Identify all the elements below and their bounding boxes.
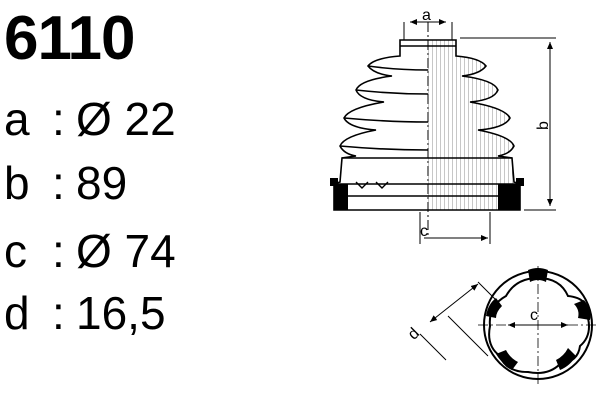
spec-letter: c (4, 225, 27, 277)
dimension-b (460, 37, 556, 211)
spec-letter: a (4, 93, 30, 145)
label-c-end: c (530, 307, 538, 324)
spec-letter: d (4, 287, 30, 339)
spec-colon: : (52, 225, 65, 277)
spec-value: 89 (76, 157, 128, 209)
clamp-marks (355, 181, 389, 189)
spec-value: Ø 74 (76, 225, 176, 277)
boot-end-view (478, 266, 598, 384)
dimension-a (403, 19, 453, 40)
label-c: c (420, 223, 428, 240)
spec-colon: : (52, 157, 65, 209)
part-number: 6110 (4, 4, 136, 73)
boot-section-hatch (330, 40, 524, 210)
spec-letter: b (4, 157, 30, 209)
spec-colon: : (52, 287, 65, 339)
label-a: a (422, 7, 431, 24)
spec-value: Ø 22 (76, 93, 176, 145)
spec-value: 16,5 (76, 287, 166, 339)
spec-row-c: c:Ø 74 (4, 228, 176, 274)
dimension-c (419, 212, 491, 244)
spec-row-b: b:89 (4, 160, 127, 206)
spec-row-d: d:16,5 (4, 290, 166, 336)
label-b: b (535, 121, 552, 130)
spec-row-a: a:Ø 22 (4, 96, 176, 142)
spec-colon: : (52, 93, 65, 145)
dimension-d (419, 281, 499, 361)
